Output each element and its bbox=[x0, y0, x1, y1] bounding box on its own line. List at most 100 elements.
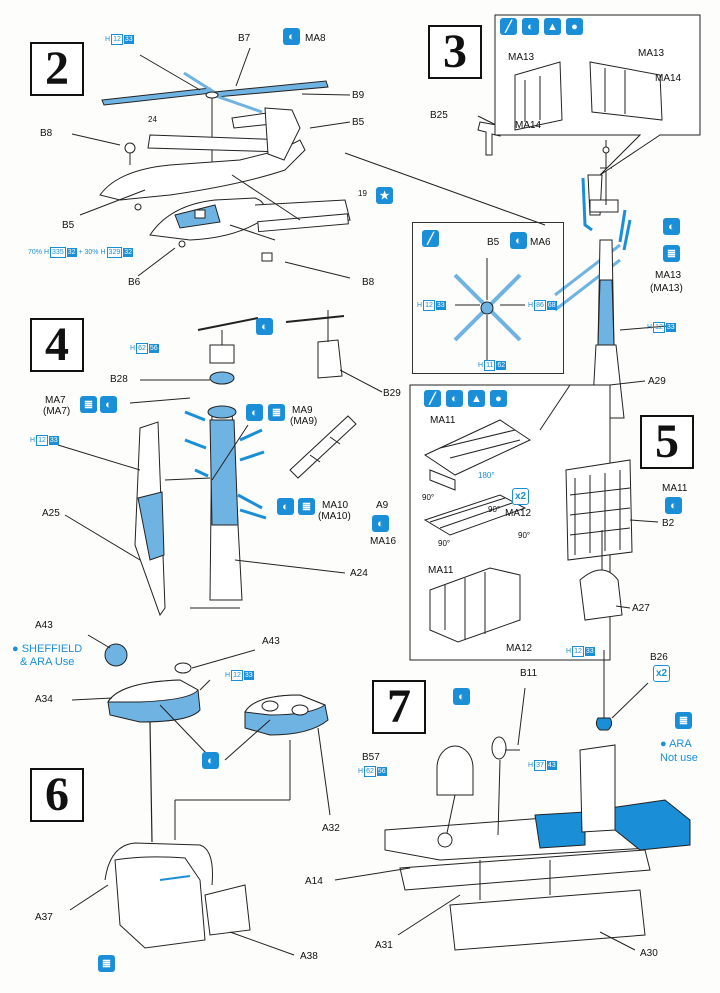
part-label-ma16: MA16 bbox=[370, 536, 397, 547]
angle-90: 90° bbox=[422, 493, 435, 502]
rotor-hub-detail-frame bbox=[412, 222, 564, 374]
part-label-ma12-lower: MA12 bbox=[506, 643, 533, 654]
part-label-ma14: MA14 bbox=[515, 120, 542, 131]
quantity-x2-label: x2 bbox=[655, 668, 668, 679]
helicopter-drawing bbox=[71, 47, 351, 279]
star-icon: ★ bbox=[376, 187, 393, 204]
ma13-parts bbox=[514, 61, 663, 131]
part-label-ma12: MA12 bbox=[505, 508, 532, 519]
brush-icon: ╱ bbox=[424, 390, 441, 407]
quantity-x2-label: x2 bbox=[514, 491, 527, 502]
cement-icon: ◐ bbox=[202, 752, 219, 769]
funnel-drawing bbox=[69, 634, 331, 956]
cement-icon: ◐ bbox=[277, 498, 294, 515]
part-label-a29: A29 bbox=[648, 376, 666, 387]
step-5-number: 5 bbox=[640, 415, 694, 469]
part-label-ma10-alt: (MA10) bbox=[318, 511, 351, 522]
part-label-ma7-alt: (MA7) bbox=[43, 406, 71, 417]
part-label-b5-detail: B5 bbox=[487, 237, 500, 248]
cement-icon: ◐ bbox=[665, 497, 682, 514]
sheffield-ara-note-line2: & ARA Use bbox=[20, 656, 75, 668]
part-label-ma9-alt: (MA9) bbox=[290, 416, 318, 427]
cement-icon: ◐ bbox=[510, 232, 527, 249]
ara-not-use-note-line2: Not use bbox=[660, 752, 698, 764]
step-7-number: 7 bbox=[372, 680, 426, 734]
angle-180: 180° bbox=[478, 471, 495, 480]
brush-icon: ╱ bbox=[500, 18, 517, 35]
decal-icon: ≣ bbox=[80, 396, 97, 413]
part-label-ma11-lower: MA11 bbox=[428, 565, 454, 576]
drop-icon: ● bbox=[490, 390, 507, 407]
part-label-a34: A34 bbox=[35, 694, 53, 705]
part-label-b11: B11 bbox=[520, 668, 538, 679]
part-label-a25: A25 bbox=[42, 508, 60, 519]
radar-array-drawing bbox=[423, 419, 659, 643]
part-label-a38: A38 bbox=[300, 951, 318, 962]
cement-icon: ◐ bbox=[246, 404, 263, 421]
cement-icon: ◐ bbox=[453, 688, 470, 705]
part-label-a27: A27 bbox=[632, 603, 650, 614]
step-3-number: 3 bbox=[428, 25, 482, 79]
part-label-24: 24 bbox=[148, 115, 157, 124]
part-label-b7: B7 bbox=[238, 33, 251, 44]
cement-icon: ◐ bbox=[522, 18, 539, 35]
part-label-ma13: MA13 bbox=[508, 52, 535, 63]
part-label-ma8: MA8 bbox=[305, 33, 326, 44]
part-label-ma11-array: MA11 bbox=[662, 483, 688, 494]
part-label-b5-lower: B5 bbox=[62, 220, 75, 231]
drop-icon: ● bbox=[566, 18, 583, 35]
part-label-a37: A37 bbox=[35, 912, 53, 923]
foremast-drawing bbox=[477, 115, 668, 419]
part-label-b25: B25 bbox=[430, 110, 448, 121]
bend-icon: ▲ bbox=[544, 18, 561, 35]
quantity-x2-badge: x2 bbox=[653, 665, 670, 682]
part-label-a43-right: A43 bbox=[262, 636, 280, 647]
decal-icon: ≣ bbox=[268, 404, 285, 421]
part-label-b8: B8 bbox=[40, 128, 53, 139]
cement-icon: ◐ bbox=[256, 318, 273, 335]
decal-icon: ≣ bbox=[98, 955, 115, 972]
part-label-b26: B26 bbox=[650, 652, 668, 663]
cement-icon: ◐ bbox=[372, 515, 389, 532]
angle-90: 90° bbox=[488, 505, 501, 514]
decal-icon: ≣ bbox=[298, 498, 315, 515]
part-label-ma10: MA10 bbox=[322, 500, 349, 511]
cement-icon: ◐ bbox=[446, 390, 463, 407]
deck-assembly-drawing bbox=[334, 650, 691, 951]
part-label-ma13-mast: MA13 bbox=[655, 270, 682, 281]
rotor-hub-detail bbox=[453, 258, 525, 360]
part-label-ma7: MA7 bbox=[45, 395, 66, 406]
step-2-number: 2 bbox=[30, 42, 84, 96]
part-label-b8-lower: B8 bbox=[362, 277, 375, 288]
part-label-a24: A24 bbox=[350, 568, 368, 579]
part-label-b6: B6 bbox=[128, 277, 141, 288]
part-label-a9: A9 bbox=[376, 500, 389, 511]
angle-90: 90° bbox=[438, 539, 451, 548]
decal-icon: ≣ bbox=[663, 245, 680, 262]
angle-90: 90° bbox=[518, 531, 531, 540]
brush-icon: ╱ bbox=[422, 230, 439, 247]
cement-icon: ◐ bbox=[100, 396, 117, 413]
mainmast-drawing bbox=[57, 310, 383, 617]
decal-icon: ≣ bbox=[675, 712, 692, 729]
part-label-ma6: MA6 bbox=[530, 237, 551, 248]
part-label-19: 19 bbox=[358, 189, 367, 198]
part-label-b29: B29 bbox=[383, 388, 401, 399]
cement-icon: ◐ bbox=[663, 218, 680, 235]
part-label-b28: B28 bbox=[110, 374, 128, 385]
part-label-b57: B57 bbox=[362, 752, 380, 763]
part-label-b5: B5 bbox=[352, 117, 365, 128]
sheffield-ara-note-line1: ● SHEFFIELD bbox=[12, 643, 83, 655]
part-label-ma9: MA9 bbox=[292, 405, 313, 416]
part-label-b9: B9 bbox=[352, 90, 365, 101]
